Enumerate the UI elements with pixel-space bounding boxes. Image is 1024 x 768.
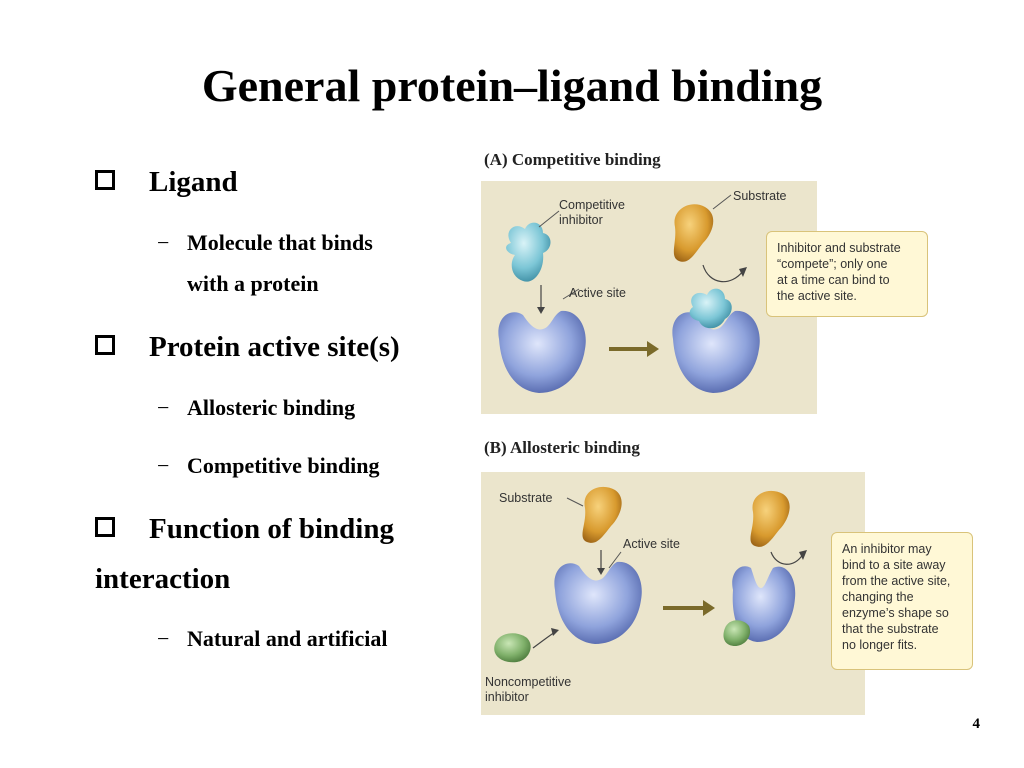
bullet-function-line1: Function of binding bbox=[149, 513, 394, 545]
noncompetitive-inhibitor-shape bbox=[494, 633, 531, 663]
enzyme-shape-left bbox=[498, 310, 586, 393]
square-bullet-icon bbox=[95, 335, 115, 356]
panel-a: Competitive inhibitor Active site Substr… bbox=[481, 181, 817, 414]
dash-icon: − bbox=[157, 453, 170, 478]
callout-a-line2: “compete”; only one bbox=[777, 257, 888, 271]
page-number: 4 bbox=[972, 716, 981, 732]
subitem-natural: −Natural and artificial bbox=[157, 618, 387, 659]
callout-b-line7: no longer fits. bbox=[842, 638, 917, 652]
subitem-molecule-line1: Molecule that binds bbox=[187, 230, 373, 255]
bullet-function-cont: interaction bbox=[95, 555, 230, 604]
enzyme-shape-b-left bbox=[554, 561, 642, 644]
label-substrate-b: Substrate bbox=[499, 491, 553, 505]
callout-a-line3: at a time can bind to bbox=[777, 273, 890, 287]
enzyme-shape-b-right bbox=[732, 566, 796, 642]
label-inhibitor: inhibitor bbox=[559, 213, 603, 227]
callout-b-line6: that the substrate bbox=[842, 622, 939, 636]
callout-b-line3: from the active site, bbox=[842, 574, 950, 588]
square-bullet-icon bbox=[95, 517, 115, 538]
subitem-allosteric: −Allosteric binding bbox=[157, 387, 355, 428]
callout-a-line1: Inhibitor and substrate bbox=[777, 241, 901, 255]
label-noncompetitive-inhibitor: inhibitor bbox=[485, 690, 529, 704]
subitem-molecule: −Molecule that binds with a protein bbox=[157, 222, 373, 304]
subitem-molecule-line2: with a protein bbox=[187, 271, 319, 296]
panel-a-illustration: Competitive inhibitor Active site Substr… bbox=[498, 189, 787, 393]
label-competitive: Competitive bbox=[559, 198, 625, 212]
bullet-function: Function of binding bbox=[95, 505, 394, 554]
enzyme-shape-right bbox=[672, 310, 760, 393]
panel-b-illustration: Substrate Active site Noncompetitive inh… bbox=[485, 486, 807, 704]
bullet-ligand-label: Ligand bbox=[149, 166, 238, 198]
subitem-competitive: −Competitive binding bbox=[157, 445, 380, 486]
bullet-function-line2: interaction bbox=[95, 563, 231, 595]
square-bullet-icon bbox=[95, 170, 115, 191]
label-substrate: Substrate bbox=[733, 189, 787, 203]
subitem-allosteric-label: Allosteric binding bbox=[187, 395, 356, 420]
substrate-shape-b-right bbox=[750, 490, 790, 547]
bullet-active-site: Protein active site(s) bbox=[95, 323, 400, 372]
panel-a-heading: (A) Competitive binding bbox=[484, 150, 661, 169]
callout-b-line2: bind to a site away bbox=[842, 558, 946, 572]
panel-b: Substrate Active site Noncompetitive inh… bbox=[481, 472, 865, 715]
callout-b-line4: changing the bbox=[842, 590, 914, 604]
callout-a-line4: the active site. bbox=[777, 289, 857, 303]
callout-b: An inhibitor may bind to a site away fro… bbox=[831, 532, 973, 670]
slide-title: General protein–ligand binding bbox=[201, 60, 823, 111]
dash-icon: − bbox=[157, 395, 170, 420]
dash-icon: − bbox=[157, 626, 170, 651]
substrate-shape-b-left bbox=[582, 486, 622, 543]
competitive-inhibitor-shape bbox=[506, 222, 551, 282]
callout-a: Inhibitor and substrate “compete”; only … bbox=[766, 231, 928, 317]
substrate-shape bbox=[673, 204, 714, 262]
panel-b-heading: (B) Allosteric binding bbox=[484, 438, 640, 457]
subitem-natural-label: Natural and artificial bbox=[187, 626, 388, 651]
label-active-site-b: Active site bbox=[623, 537, 680, 551]
bullet-active-site-label: Protein active site(s) bbox=[149, 331, 400, 363]
callout-b-line5: enzyme’s shape so bbox=[842, 606, 949, 620]
callout-b-line1: An inhibitor may bbox=[842, 542, 932, 556]
label-active-site: Active site bbox=[569, 286, 626, 300]
bound-inhibitor-shape bbox=[689, 288, 732, 329]
subitem-competitive-label: Competitive binding bbox=[187, 453, 380, 478]
label-noncompetitive: Noncompetitive bbox=[485, 675, 571, 689]
bound-noncompetitive-shape bbox=[723, 620, 751, 646]
bullet-ligand: Ligand bbox=[95, 158, 238, 207]
dash-icon: − bbox=[157, 230, 170, 255]
